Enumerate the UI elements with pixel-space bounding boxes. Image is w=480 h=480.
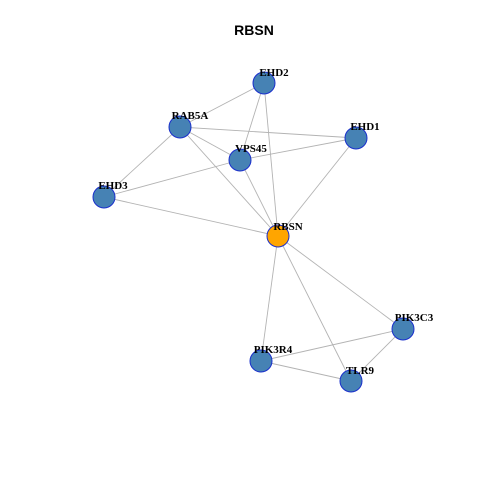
- edge-ehd1-vps45: [239, 137, 357, 161]
- edge-vps45-ehd3: [103, 159, 241, 198]
- node-layer: [92, 71, 415, 393]
- node-rab5a[interactable]: [168, 115, 192, 139]
- node-label-pik3r4: PIK3R4: [254, 344, 293, 356]
- node-ehd3[interactable]: [92, 185, 116, 209]
- edge-rbsn-pik3c3: [277, 235, 404, 330]
- node-rbsn[interactable]: [266, 224, 290, 248]
- node-label-pik3c3: PIK3C3: [395, 312, 434, 324]
- node-label-rbsn: RBSN: [273, 221, 302, 233]
- edge-pik3r4-tlr9: [260, 360, 352, 382]
- node-pik3r4[interactable]: [249, 349, 273, 373]
- node-ehd1[interactable]: [344, 126, 368, 150]
- edge-pik3c3-tlr9: [350, 328, 404, 382]
- node-label-ehd3: EHD3: [98, 180, 128, 192]
- node-label-tlr9: TLR9: [346, 365, 375, 377]
- edge-rbsn-pik3r4: [260, 235, 279, 362]
- node-label-ehd1: EHD1: [350, 121, 379, 133]
- edge-rab5a-ehd1: [179, 126, 357, 139]
- edge-ehd3-rbsn: [103, 196, 279, 237]
- edge-ehd2-vps45: [239, 82, 265, 161]
- edge-rab5a-ehd3: [103, 126, 181, 198]
- edge-rab5a-rbsn: [179, 126, 279, 237]
- node-label-rab5a: RAB5A: [172, 110, 209, 122]
- node-pik3c3[interactable]: [391, 317, 415, 341]
- edge-rbsn-tlr9: [277, 235, 352, 382]
- edge-ehd1-rbsn: [277, 137, 357, 237]
- node-ehd2[interactable]: [252, 71, 276, 95]
- node-tlr9[interactable]: [339, 369, 363, 393]
- edge-ehd2-rbsn: [263, 82, 279, 237]
- node-label-ehd2: EHD2: [259, 67, 289, 79]
- graph-title: RBSN: [234, 22, 274, 38]
- node-label-vps45: VPS45: [235, 143, 267, 155]
- edge-vps45-rbsn: [239, 159, 279, 237]
- edge-pik3c3-pik3r4: [260, 328, 404, 362]
- edge-layer: [103, 82, 404, 382]
- node-vps45[interactable]: [228, 148, 252, 172]
- edge-ehd2-rab5a: [179, 82, 265, 128]
